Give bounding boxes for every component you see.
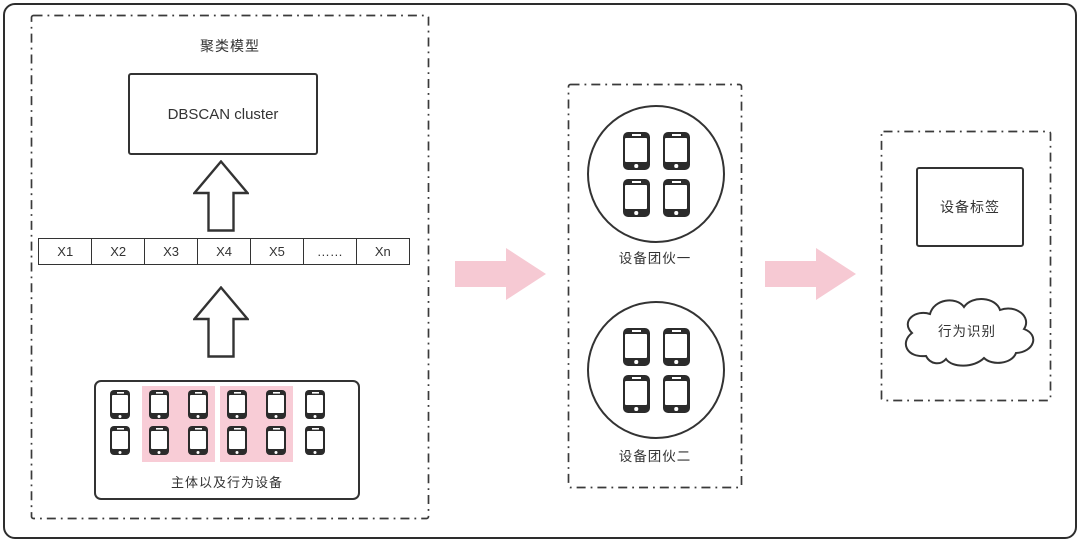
feature-cell: X1 (38, 238, 93, 265)
phone-icon (227, 426, 247, 455)
behavior-cloud: 行为识别 (892, 288, 1042, 372)
dbscan-cluster-label: DBSCAN cluster (167, 105, 279, 123)
feature-cell: X5 (249, 238, 305, 265)
dash-dot-border (880, 130, 1052, 402)
cluster-one-circle (587, 105, 725, 243)
device-box-label: 主体以及行为设备 (170, 475, 283, 490)
phone-icon (662, 131, 690, 170)
feature-cell: …… (302, 238, 358, 265)
phone-icon (149, 426, 169, 455)
flow-arrow-icon (765, 248, 856, 300)
behavior-cloud-label: 行为识别 (938, 324, 996, 339)
cluster-two-circle (587, 301, 725, 439)
cloud-shape-icon (904, 298, 1035, 367)
phone-icon (188, 390, 208, 419)
phone-icon (662, 327, 690, 366)
cluster-one-label: 设备团伙一 (618, 251, 692, 266)
phone-icon (622, 374, 650, 413)
dash-dot-border (30, 14, 430, 520)
phone-icon (188, 426, 208, 455)
phone-icon (622, 178, 650, 217)
phone-icon (622, 327, 650, 366)
phone-icon (149, 390, 169, 419)
phone-icon (266, 426, 286, 455)
device-group-box: 主体以及行为设备 (94, 380, 360, 500)
output-panel: 设备标签 行为识别 (880, 130, 1052, 402)
feature-cell: Xn (355, 238, 411, 265)
dbscan-cluster-box: DBSCAN cluster (128, 73, 318, 155)
cluster-device-grid (622, 131, 690, 217)
phone-icon (305, 390, 325, 419)
cluster-two-label: 设备团伙二 (618, 449, 692, 464)
outer-frame (3, 3, 1077, 539)
dash-dot-border (567, 83, 743, 489)
up-arrow-icon (193, 286, 249, 358)
phone-icon (662, 178, 690, 217)
panel-title: 聚类模型 (200, 38, 260, 54)
phone-icon (305, 426, 325, 455)
device-grid (110, 390, 325, 455)
feature-vector-row: X1 X2 X3 X4 X5 …… Xn (38, 238, 411, 265)
phone-icon (662, 374, 690, 413)
feature-cell: X4 (196, 238, 252, 265)
phone-icon (266, 390, 286, 419)
device-tag-box: 设备标签 (916, 167, 1024, 247)
clustering-model-panel: 聚类模型 DBSCAN cluster X1 X2 X3 X4 X5 …… Xn (30, 14, 430, 520)
feature-cell: X2 (90, 238, 146, 265)
flow-arrow-icon (455, 248, 546, 300)
cluster-device-grid (622, 327, 690, 413)
phone-icon (227, 390, 247, 419)
device-clusters-panel: 设备团伙一 设备团伙二 (567, 83, 743, 489)
feature-cell: X3 (143, 238, 199, 265)
phone-icon (110, 426, 130, 455)
up-arrow-icon (193, 160, 249, 232)
phone-icon (110, 390, 130, 419)
phone-icon (622, 131, 650, 170)
device-tag-label: 设备标签 (940, 199, 1000, 215)
